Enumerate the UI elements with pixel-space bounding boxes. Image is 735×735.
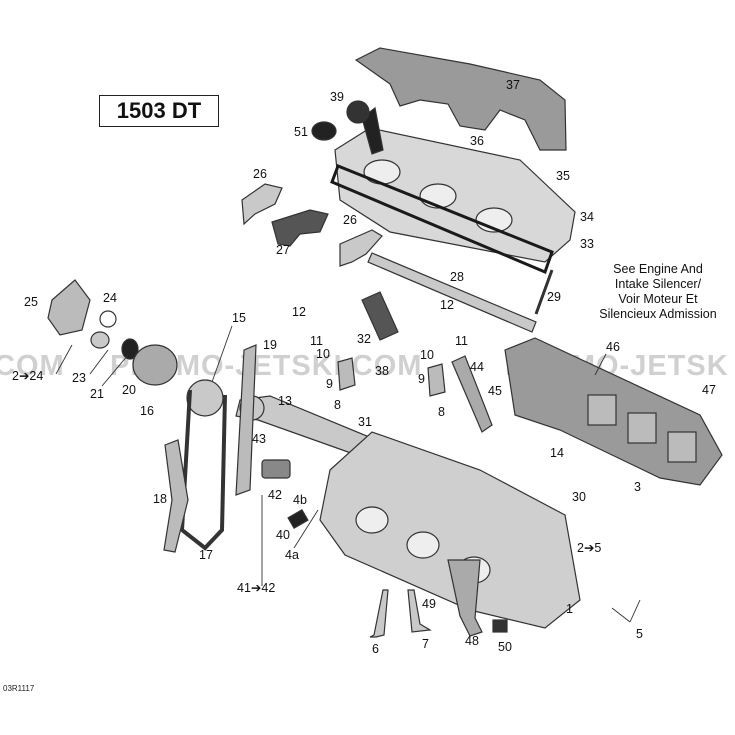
callout-p20: 20: [122, 383, 136, 397]
callout-p47: 47: [702, 383, 716, 397]
intake-valve: [407, 589, 432, 633]
callout-p4a: 4a: [285, 548, 299, 562]
callout-p9b: 9: [418, 372, 425, 386]
callout-p49: 49: [422, 597, 436, 611]
callout-p50: 50: [498, 640, 512, 654]
diagram-reference-code: 03R1117: [3, 684, 35, 693]
callout-p23: 23: [72, 371, 86, 385]
callout-p7: 7: [422, 637, 429, 651]
callout-p2r: 2➔5: [577, 541, 602, 555]
callout-p36: 36: [470, 134, 484, 148]
o-ring: [99, 310, 117, 328]
callout-p19: 19: [263, 338, 277, 352]
water-pump: [47, 279, 91, 336]
sprocket-housing: [132, 344, 178, 386]
tensioner-rail: [235, 344, 257, 496]
callout-p8b: 8: [438, 405, 445, 419]
rocker-shaft: [367, 252, 537, 333]
callout-p38: 38: [375, 364, 389, 378]
callout-p26b: 26: [343, 213, 357, 227]
callout-p31: 31: [358, 415, 372, 429]
callout-p21: 21: [90, 387, 104, 401]
callout-p42: 42: [268, 488, 282, 502]
see-engine-note: See Engine And Intake Silencer/ Voir Mot…: [578, 262, 735, 322]
callout-p4b: 4b: [293, 493, 307, 507]
callout-p41: 41➔42: [237, 581, 276, 595]
callout-p24: 24: [103, 291, 117, 305]
callout-p29: 29: [547, 290, 561, 304]
callout-p25: 25: [24, 295, 38, 309]
callout-p46: 46: [606, 340, 620, 354]
callout-p11b: 11: [455, 334, 468, 348]
valve-spring-left: [337, 357, 356, 391]
callout-p35: 35: [556, 169, 570, 183]
model-title: 1503 DT: [99, 95, 219, 127]
callout-p51: 51: [294, 125, 308, 139]
spark-plug-cap: [361, 291, 399, 341]
callout-p27: 27: [276, 243, 290, 257]
callout-p2l: 2➔24: [12, 369, 44, 383]
callout-p48: 48: [465, 634, 479, 648]
lever: [451, 355, 493, 433]
callout-p30: 30: [572, 490, 586, 504]
callout-p16: 16: [140, 404, 154, 418]
callout-p34: 34: [580, 210, 594, 224]
callout-p33: 33: [580, 237, 594, 251]
callout-p28: 28: [450, 270, 464, 284]
callout-p45: 45: [488, 384, 502, 398]
note-line: See Engine And: [613, 262, 703, 276]
grommet: [311, 121, 337, 141]
callout-p13: 13: [278, 394, 292, 408]
watermark-left: COM: [0, 350, 65, 382]
callout-p15: 15: [232, 311, 246, 325]
callout-p9a: 9: [326, 377, 333, 391]
callout-p37: 37: [506, 78, 520, 92]
callout-p12b: 12: [440, 298, 454, 312]
rocker-arm-upper: [241, 183, 283, 226]
rocker-arm-right: [339, 229, 383, 267]
callout-p18: 18: [153, 492, 167, 506]
valve-spring-right: [427, 363, 446, 397]
callout-p6: 6: [372, 642, 379, 656]
callout-p8a: 8: [334, 398, 341, 412]
callout-p10b: 10: [420, 348, 434, 362]
note-line: Voir Moteur Et: [618, 292, 698, 306]
rocker-arm-lower: [271, 209, 329, 247]
callout-p12a: 12: [292, 305, 306, 319]
sensor: [492, 619, 508, 633]
callout-p17: 17: [199, 548, 213, 562]
callout-p32: 32: [357, 332, 371, 346]
callout-p44: 44: [470, 360, 484, 374]
note-line: Intake Silencer/: [614, 277, 702, 291]
temp-sensor: [287, 508, 309, 530]
callout-p26a: 26: [253, 167, 267, 181]
position-sensor: [261, 459, 291, 479]
callout-p11a: 11: [310, 334, 323, 348]
mounting-bracket: [447, 559, 483, 637]
callout-p14: 14: [550, 446, 564, 460]
callout-p40: 40: [276, 528, 290, 542]
heat-shield: [354, 47, 567, 151]
cam-sprocket: [186, 379, 224, 417]
callout-p3: 3: [634, 480, 641, 494]
chain-guide: [163, 439, 189, 553]
cylinder-head: [319, 431, 581, 629]
callout-p43: 43: [252, 432, 266, 446]
callout-p1: 1: [566, 602, 573, 616]
callout-p5: 5: [636, 627, 643, 641]
exhaust-valve: [369, 589, 389, 638]
note-line: Silencieux Admission: [599, 307, 717, 321]
breather-fitting: [361, 106, 384, 155]
valve-cover-gasket: [330, 164, 554, 275]
callout-p10a: 10: [316, 347, 330, 361]
callout-p39: 39: [330, 90, 344, 104]
